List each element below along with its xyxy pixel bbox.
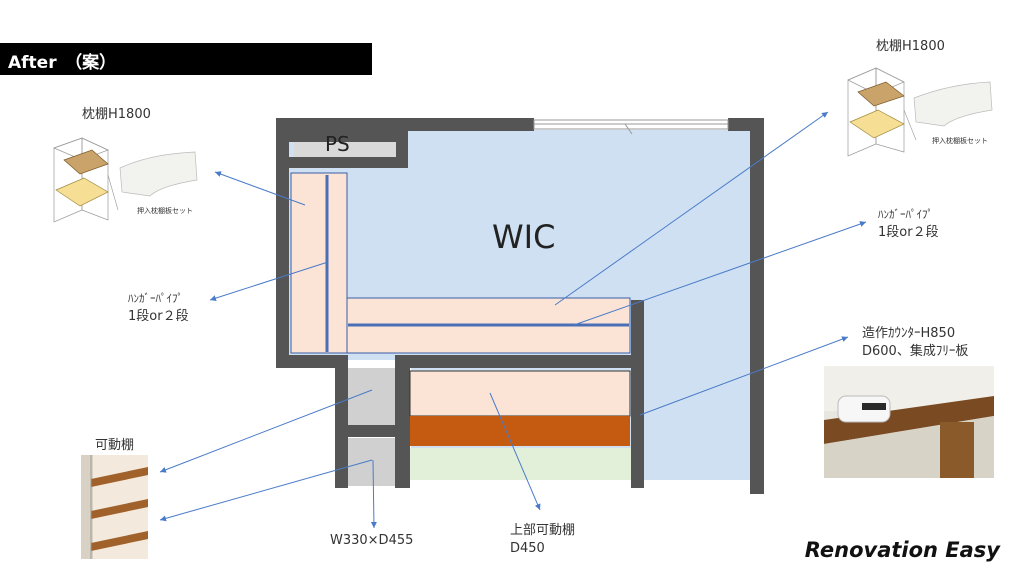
ps-box [294, 142, 396, 157]
window [533, 119, 729, 135]
upper-shelf-label-line2: D450 [510, 541, 545, 556]
counter-board [410, 416, 630, 446]
closet-lower [348, 438, 396, 486]
counter-photo [824, 366, 994, 478]
shelf-set-caption-left: 押入枕棚板セット [137, 207, 193, 215]
shelf-set-caption-right: 押入枕棚板セット [932, 137, 988, 145]
top-right-shelf-label: 枕棚H1800 [876, 39, 945, 54]
left-pipe-label-line1: ﾊﾝｶﾞｰﾊﾟｲﾌﾟ [128, 292, 183, 305]
movable-shelf-photo [81, 455, 148, 559]
walls [276, 118, 764, 494]
shelf-board-illustration-icon-left [53, 137, 198, 223]
upper-movable-shelf [409, 370, 631, 417]
size-label: W330×D455 [330, 533, 414, 548]
right-pipe-label-line2: 1段or２段 [878, 225, 939, 240]
title-bar [0, 43, 372, 75]
ps-label: PS [325, 132, 350, 156]
left-pipe-label-line2: 1段or２段 [128, 309, 189, 324]
shelf-board-illustration-icon-right [847, 67, 993, 157]
room-label: WIC [492, 218, 556, 256]
page-title: After （案） [8, 53, 117, 73]
right-pipe-label-line1: ﾊﾝｶﾞｰﾊﾟｲﾌﾟ [878, 208, 933, 221]
lower-storage-area [410, 448, 632, 480]
counter-label-line1: 造作ｶｳﾝﾀｰH850 [862, 326, 956, 341]
top-left-shelf-label: 枕棚H1800 [82, 107, 151, 122]
movable-shelf-label: 可動棚 [95, 438, 135, 453]
counter-label-line2: D600、集成ﾌﾘｰ板 [862, 344, 969, 359]
closet-upper [348, 368, 396, 426]
brand-logo: Renovation Easy [804, 538, 1000, 562]
upper-shelf-label-line1: 上部可動棚 [510, 523, 576, 538]
annotation-arrows [159, 111, 867, 529]
